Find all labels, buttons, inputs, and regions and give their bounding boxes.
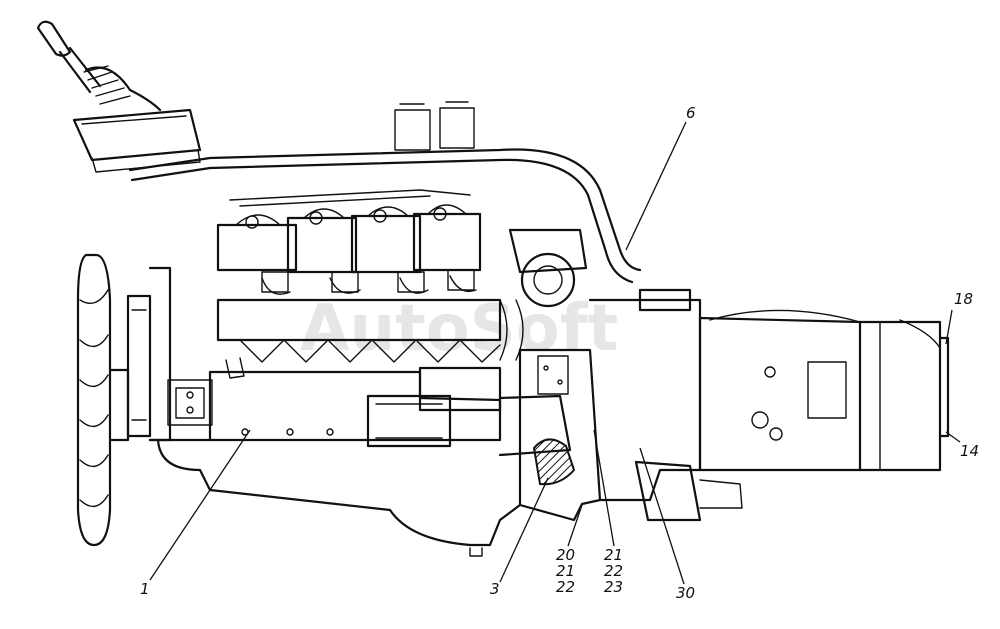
callout-label-20-line-3: 22 bbox=[556, 578, 575, 596]
clutch-housing bbox=[588, 288, 743, 522]
cylinder-heads bbox=[216, 204, 482, 274]
callout-label-6: 6 bbox=[686, 104, 696, 122]
watermark-text: AutoSoft bbox=[300, 292, 618, 366]
callout-label-21-line-3: 23 bbox=[604, 578, 623, 596]
gearbox bbox=[698, 309, 950, 472]
cooling-fan bbox=[76, 253, 130, 547]
callout-labels: 1 3 6 14 18 20 21 22 21 22 23 30 bbox=[140, 104, 979, 602]
top-pipe bbox=[128, 101, 642, 284]
callout-label-1: 1 bbox=[140, 580, 150, 598]
engine-block bbox=[148, 370, 522, 557]
front-cover bbox=[126, 266, 172, 442]
callout-label-21-line-2: 22 bbox=[604, 562, 623, 580]
flywheel-housing bbox=[518, 348, 602, 522]
gear-shift-lever bbox=[36, 20, 202, 173]
callout-label-20-line-2: 21 bbox=[556, 562, 575, 580]
callout-label-30: 30 bbox=[676, 584, 695, 602]
callout-label-20-line-1: 20 bbox=[556, 546, 575, 564]
fuel-injection bbox=[229, 189, 477, 295]
callout-label-14: 14 bbox=[960, 442, 979, 460]
callout-label-3: 3 bbox=[490, 580, 500, 598]
turbocharger bbox=[499, 228, 588, 361]
exhaust-manifold bbox=[216, 298, 502, 379]
callout-label-21-line-1: 21 bbox=[604, 546, 623, 564]
callout-label-18: 18 bbox=[954, 290, 973, 308]
callout-leaders bbox=[149, 121, 961, 585]
